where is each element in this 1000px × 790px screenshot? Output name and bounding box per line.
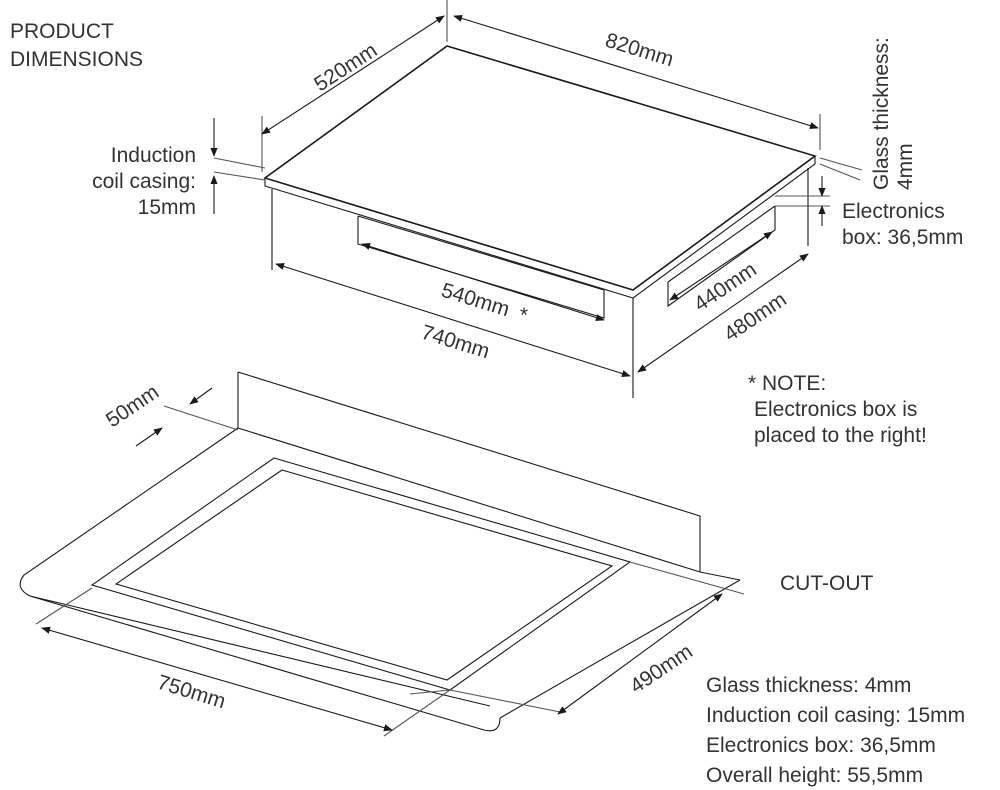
box-asterisk: *: [520, 304, 528, 327]
electronics-box-side-bottom: [667, 205, 776, 283]
note-line2: Electronics box is: [754, 398, 917, 421]
box-length-label: 540mm: [439, 279, 513, 321]
glass-thickness-line2: 4mm: [894, 143, 917, 190]
spec-glass: Glass thickness: 4mm: [706, 674, 911, 697]
ext-lines-bottom: [35, 405, 745, 737]
backsplash: [237, 371, 701, 572]
bottom-depth-dimension-line: [637, 253, 809, 373]
cutout-depth-label: 490mm: [626, 640, 697, 698]
cutout-drawing: [19, 371, 745, 737]
electronics-label-line2: box: 36,5mm: [842, 226, 963, 249]
cutout-hole-inner: [114, 469, 614, 681]
hob-body: [271, 168, 809, 398]
electronics-label-line1: Electronics: [842, 200, 945, 223]
bottom-width-label: 740mm: [419, 321, 493, 363]
depth-label: 520mm: [310, 39, 381, 96]
coil-label-line1: Induction: [111, 144, 196, 167]
cutout-width-dimension-line: [41, 626, 393, 732]
spec-overall-height: Overall height: 55,5mm: [706, 764, 923, 787]
cutout-width-label: 750mm: [155, 671, 229, 713]
depth-dimension-line: [261, 15, 445, 135]
bottom-width-dimension-line: [275, 263, 631, 377]
ext-lines-top: [213, 0, 863, 207]
note-line1: * NOTE:: [748, 372, 826, 395]
hob-glass-top: [263, 45, 817, 291]
margin-arrow-top: [189, 387, 213, 405]
width-dimension-line: [453, 14, 819, 130]
spec-coil: Induction coil casing: 15mm: [706, 704, 965, 727]
margin-label: 50mm: [102, 380, 163, 432]
spec-electronics: Electronics box: 36,5mm: [706, 734, 936, 757]
cutout-label: CUT-OUT: [780, 572, 873, 595]
coil-label-line3: 15mm: [138, 196, 196, 219]
title-line1: PRODUCT: [10, 20, 114, 43]
title-line2: DIMENSIONS: [10, 48, 143, 71]
hob-drawing: [210, 0, 863, 398]
glass-thickness-line1: Glass thickness:: [870, 37, 893, 190]
coil-label-line2: coil casing:: [92, 170, 196, 193]
note-line3: placed to the right!: [754, 424, 927, 447]
cutout-depth-dimension-line: [557, 593, 723, 715]
worktop: [19, 427, 741, 732]
electronics-box-front-top: [357, 215, 605, 291]
margin-arrow-bottom: [135, 427, 163, 447]
